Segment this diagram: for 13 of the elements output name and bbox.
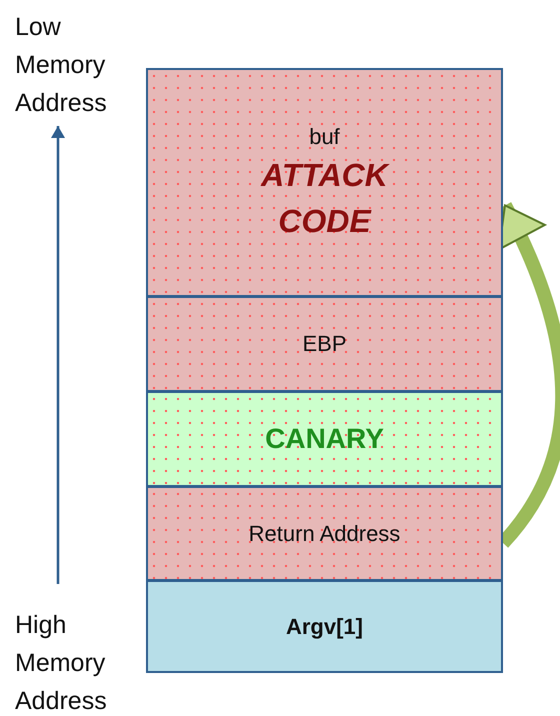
memory-block bbox=[146, 580, 503, 673]
memory-block bbox=[146, 68, 503, 297]
block-label: buf bbox=[309, 122, 340, 150]
axis-label: High Memory Address bbox=[15, 610, 108, 716]
block-label: Return Address bbox=[248, 520, 400, 548]
block-label: CANARY bbox=[265, 422, 384, 456]
axis-label: Low Memory Address bbox=[15, 12, 108, 119]
memory-block bbox=[146, 391, 503, 487]
memory-block bbox=[146, 486, 503, 581]
memory-block bbox=[146, 296, 503, 392]
block-label: Argv[1] bbox=[286, 612, 363, 641]
block-label: EBP bbox=[302, 330, 347, 358]
attack-code-text: ATTACK CODE bbox=[260, 156, 390, 240]
